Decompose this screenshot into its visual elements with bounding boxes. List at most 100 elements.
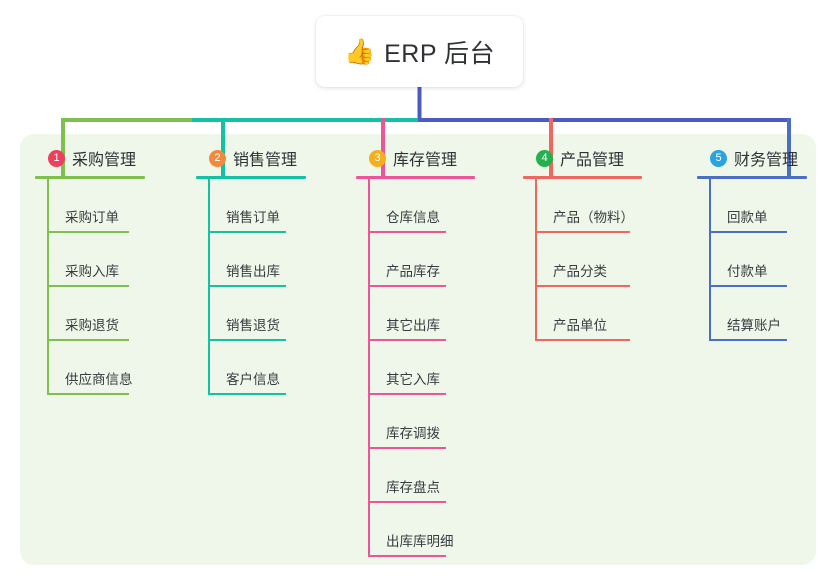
column-header-5[interactable]: 5 财务管理 xyxy=(697,145,807,171)
column-items-3: 仓库信息产品库存其它出库其它入库库存调拨库存盘点出库库明细 xyxy=(356,179,475,557)
list-item-label: 供应商信息 xyxy=(65,372,133,387)
list-item-rule xyxy=(535,285,630,287)
list-item[interactable]: 产品分类 xyxy=(523,233,642,287)
list-item-rule xyxy=(47,231,129,233)
list-item[interactable]: 出库库明细 xyxy=(356,503,475,557)
list-item-rule xyxy=(709,231,787,233)
list-item-label: 产品（物料） xyxy=(553,210,634,225)
column-trunk-2 xyxy=(208,179,210,395)
list-item[interactable]: 产品库存 xyxy=(356,233,475,287)
column-3: 3 库存管理仓库信息产品库存其它出库其它入库库存调拨库存盘点出库库明细 xyxy=(356,145,475,557)
list-item-label: 付款单 xyxy=(727,264,768,279)
column-4: 4 产品管理产品（物料） 产品分类产品单位 xyxy=(523,145,642,341)
list-item-rule xyxy=(368,555,446,557)
list-item-label: 产品分类 xyxy=(553,264,607,279)
list-item-rule xyxy=(368,447,446,449)
column-badge-2: 2 xyxy=(209,149,226,167)
column-2: 2 销售管理销售订单销售出库销售退货客户信息 xyxy=(196,145,306,395)
column-items-5: 回款单付款单结算账户 xyxy=(697,179,807,341)
column-title-4: 产品管理 xyxy=(560,152,625,169)
column-5: 5 财务管理回款单付款单结算账户 xyxy=(697,145,807,341)
list-item-rule xyxy=(709,339,787,341)
list-item-rule xyxy=(709,285,787,287)
list-item-rule xyxy=(368,231,446,233)
column-header-rule-2 xyxy=(196,176,306,179)
list-item[interactable]: 付款单 xyxy=(697,233,807,287)
column-header-rule-1 xyxy=(35,176,145,179)
list-item[interactable]: 客户信息 xyxy=(196,341,306,395)
list-item-label: 销售退货 xyxy=(226,318,280,333)
column-header-1[interactable]: 1 采购管理 xyxy=(35,145,145,171)
list-item-rule xyxy=(368,501,446,503)
list-item-label: 结算账户 xyxy=(727,318,781,333)
list-item[interactable]: 产品（物料） xyxy=(523,179,642,233)
list-item-label: 回款单 xyxy=(727,210,768,225)
column-title-2: 销售管理 xyxy=(233,152,298,169)
thumbs-up-icon: 👍 xyxy=(343,38,376,66)
column-title-1: 采购管理 xyxy=(72,152,137,169)
column-header-4[interactable]: 4 产品管理 xyxy=(523,145,642,171)
column-header-rule-4 xyxy=(523,176,642,179)
list-item-rule xyxy=(368,285,446,287)
list-item-label: 库存盘点 xyxy=(386,480,440,495)
list-item-rule xyxy=(47,285,129,287)
list-item[interactable]: 销售订单 xyxy=(196,179,306,233)
list-item-label: 仓库信息 xyxy=(386,210,440,225)
list-item-rule xyxy=(535,231,630,233)
column-1: 1 采购管理采购订单采购入库采购退货供应商信息 xyxy=(35,145,145,395)
list-item[interactable]: 销售出库 xyxy=(196,233,306,287)
column-badge-5: 5 xyxy=(710,149,727,167)
list-item-label: 销售出库 xyxy=(226,264,280,279)
column-trunk-1 xyxy=(47,179,49,395)
column-badge-1: 1 xyxy=(48,149,65,167)
diagram-background-panel xyxy=(20,134,816,565)
list-item-label: 采购订单 xyxy=(65,210,119,225)
list-item-rule xyxy=(535,339,630,341)
list-item[interactable]: 库存盘点 xyxy=(356,449,475,503)
column-header-2[interactable]: 2 销售管理 xyxy=(196,145,306,171)
column-title-5: 财务管理 xyxy=(734,152,799,169)
list-item[interactable]: 库存调拨 xyxy=(356,395,475,449)
list-item[interactable]: 产品单位 xyxy=(523,287,642,341)
column-trunk-5 xyxy=(709,179,711,341)
root-node[interactable]: 👍 ERP 后台 xyxy=(316,16,523,87)
column-items-4: 产品（物料） 产品分类产品单位 xyxy=(523,179,642,341)
column-header-3[interactable]: 3 库存管理 xyxy=(356,145,475,171)
column-header-rule-3 xyxy=(356,176,475,179)
list-item[interactable]: 采购入库 xyxy=(35,233,145,287)
column-header-rule-5 xyxy=(697,176,807,179)
list-item[interactable]: 回款单 xyxy=(697,179,807,233)
list-item-rule xyxy=(208,231,286,233)
list-item-label: 出库库明细 xyxy=(386,534,454,549)
root-title: ERP 后台 xyxy=(384,39,496,68)
list-item[interactable]: 其它出库 xyxy=(356,287,475,341)
list-item[interactable]: 采购退货 xyxy=(35,287,145,341)
list-item-label: 其它入库 xyxy=(386,372,440,387)
column-trunk-3 xyxy=(368,179,370,557)
list-item[interactable]: 仓库信息 xyxy=(356,179,475,233)
column-items-2: 销售订单销售出库销售退货客户信息 xyxy=(196,179,306,395)
list-item[interactable]: 采购订单 xyxy=(35,179,145,233)
list-item-label: 其它出库 xyxy=(386,318,440,333)
list-item-label: 采购退货 xyxy=(65,318,119,333)
list-item-label: 采购入库 xyxy=(65,264,119,279)
column-badge-4: 4 xyxy=(536,149,553,167)
list-item-rule xyxy=(208,393,286,395)
list-item-label: 库存调拨 xyxy=(386,426,440,441)
list-item-rule xyxy=(47,339,129,341)
list-item-rule xyxy=(208,339,286,341)
column-badge-3: 3 xyxy=(369,149,386,167)
list-item[interactable]: 结算账户 xyxy=(697,287,807,341)
column-title-3: 库存管理 xyxy=(393,152,458,169)
list-item[interactable]: 供应商信息 xyxy=(35,341,145,395)
list-item-rule xyxy=(47,393,129,395)
list-item-label: 销售订单 xyxy=(226,210,280,225)
list-item[interactable]: 其它入库 xyxy=(356,341,475,395)
list-item-label: 产品单位 xyxy=(553,318,607,333)
column-items-1: 采购订单采购入库采购退货供应商信息 xyxy=(35,179,145,395)
list-item-label: 客户信息 xyxy=(226,372,280,387)
list-item-label: 产品库存 xyxy=(386,264,440,279)
list-item-rule xyxy=(368,393,446,395)
list-item[interactable]: 销售退货 xyxy=(196,287,306,341)
